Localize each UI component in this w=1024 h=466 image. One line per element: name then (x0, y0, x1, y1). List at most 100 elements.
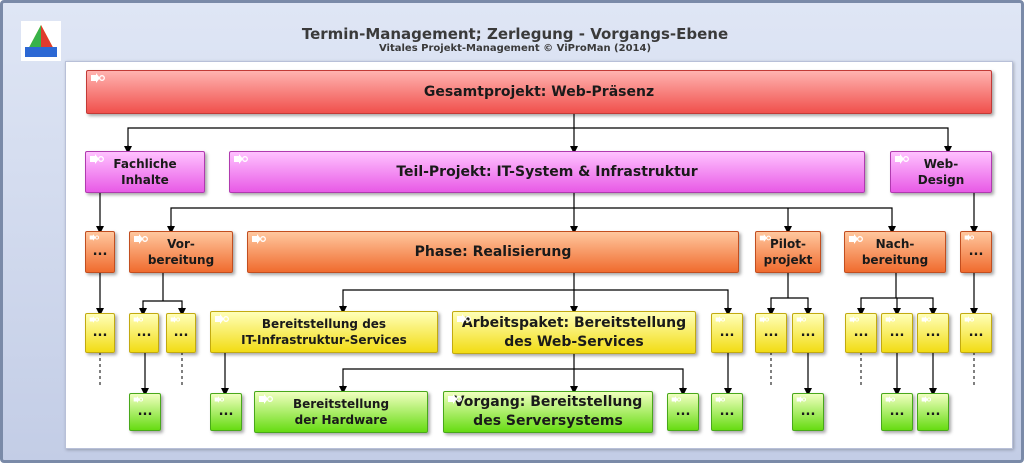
node-label-line-1: Vorgang: Bereitstellung (453, 394, 643, 411)
node-label-line-2: IT-Infrastruktur-Services (241, 333, 407, 347)
arrow-link-icon (964, 234, 979, 244)
arrow-link-icon (251, 234, 266, 244)
arrow-link-icon (214, 314, 229, 324)
arrow-link-icon (90, 73, 105, 83)
node-label-line-1: Bereitstellung des (261, 316, 387, 331)
node-gesamtprojekt[interactable]: Gesamtprojekt: Web-Präsenz (86, 70, 992, 114)
node-phase-realisierung[interactable]: Phase: Realisierung (247, 231, 739, 273)
node-ellipsis-l4[interactable]: ... (881, 313, 913, 353)
node-fachliche-ellipsis[interactable]: ... (85, 231, 115, 273)
node-ellipsis-l4[interactable]: ... (166, 313, 196, 353)
node-label-line-2: des Serversystems (473, 413, 623, 429)
node-bereitstellung-hardware[interactable]: Bereitstellung der Hardware (254, 391, 428, 433)
node-label: ... (968, 325, 984, 341)
node-label: ... (853, 325, 869, 341)
node-fachliche-inhalte[interactable]: Fachliche Inhalte (85, 151, 205, 193)
node-label: ... (173, 325, 189, 341)
node-ellipsis-l4[interactable]: ... (845, 313, 877, 353)
arrow-link-icon (89, 316, 104, 326)
node-bereitstellung-it-infrastruktur[interactable]: Bereitstellung des IT-Infrastruktur-Serv… (210, 311, 438, 353)
node-label-line-2: des Web-Services (504, 333, 644, 350)
node-nachbereitung[interactable]: Nach- bereitung (844, 231, 946, 273)
node-label: ... (889, 404, 905, 420)
arrow-link-icon (170, 316, 185, 326)
arrow-link-icon (671, 396, 686, 406)
arrow-link-icon (715, 316, 730, 326)
node-label-line-1: Arbeitspaket: Bereitstellung (461, 314, 687, 331)
node-label: ... (218, 404, 234, 420)
node-label: Gesamtprojekt: Web-Präsenz (423, 83, 655, 100)
diagram-subtitle: Vitales Projekt-Management © ViProMan (2… (378, 43, 652, 54)
arrow-link-icon (759, 316, 774, 326)
arrow-link-icon (258, 394, 273, 404)
node-label: ... (136, 325, 152, 341)
arrow-link-icon (921, 316, 936, 326)
arrow-link-icon (89, 154, 104, 164)
arrow-link-icon (447, 394, 462, 404)
node-label-line-2: Design (917, 173, 965, 187)
node-teil-projekt[interactable]: Teil-Projekt: IT-System & Infrastruktur (229, 151, 865, 193)
node-ellipsis-l4[interactable]: ... (917, 313, 949, 353)
diagram-title: Termin-Management; Zerlegung - Vorgangs-… (301, 25, 729, 43)
node-label-line-1: Bereitstellung (292, 396, 390, 411)
node-web-design[interactable]: Web- Design (890, 151, 992, 193)
arrow-link-icon (89, 234, 104, 244)
node-ellipsis-l5[interactable]: ... (711, 393, 743, 431)
arrow-link-icon (214, 396, 229, 406)
node-label: Teil-Projekt: IT-System & Infrastruktur (396, 163, 698, 180)
node-label: ... (137, 404, 153, 420)
connector-lines (96, 114, 978, 396)
arrow-link-icon (233, 154, 248, 164)
node-label: ... (925, 325, 941, 341)
node-label: ... (800, 404, 816, 420)
node-ellipsis-l5[interactable]: ... (917, 393, 949, 431)
logo-icon (21, 21, 61, 61)
node-ellipsis-l4[interactable]: ... (129, 313, 159, 353)
node-vorbereitung[interactable]: Vor- bereitung (129, 231, 233, 273)
arrow-link-icon (456, 314, 471, 324)
arrow-link-icon (759, 234, 774, 244)
node-label-line-1: Nach- (875, 236, 915, 251)
arrow-link-icon (885, 316, 900, 326)
arrow-link-icon (885, 396, 900, 406)
node-label: ... (719, 404, 735, 420)
node-arbeitspaket[interactable]: Arbeitspaket: Bereitstellung des Web-Ser… (452, 311, 696, 354)
node-vorgang-serversystem[interactable]: Vorgang: Bereitstellung des Serversystem… (443, 391, 653, 433)
node-label-line-1: Pilot- (770, 236, 806, 251)
node-ellipsis-l5[interactable]: ... (667, 393, 699, 431)
node-label-line-2: bereitung (147, 253, 215, 267)
arrow-link-icon (849, 316, 864, 326)
node-label-line-2: bereitung (861, 253, 929, 267)
arrow-link-icon (964, 316, 979, 326)
node-ellipsis-l5[interactable]: ... (210, 393, 242, 431)
node-label: ... (92, 325, 108, 341)
node-label: ... (889, 325, 905, 341)
node-label: ... (925, 404, 941, 420)
node-label: ... (800, 325, 816, 341)
node-webdesign-ellipsis[interactable]: ... (960, 231, 992, 273)
arrow-link-icon (133, 396, 148, 406)
arrow-link-icon (894, 154, 909, 164)
node-label-line-1: Fachliche (113, 156, 177, 171)
node-ellipsis-l5[interactable]: ... (129, 393, 161, 431)
node-ellipsis-l5[interactable]: ... (881, 393, 913, 431)
node-ellipsis-l4[interactable]: ... (755, 313, 787, 353)
arrow-link-icon (715, 396, 730, 406)
node-pilotprojekt[interactable]: Pilot- projekt (755, 231, 821, 273)
node-ellipsis-l4[interactable]: ... (960, 313, 992, 353)
node-label-line-2: Inhalte (121, 173, 169, 187)
arrow-link-icon (921, 396, 936, 406)
node-label: ... (675, 404, 691, 420)
node-label-line-2: der Hardware (294, 413, 388, 427)
node-label: ... (968, 244, 984, 260)
arrow-link-icon (796, 396, 811, 406)
node-label: Phase: Realisierung (414, 243, 572, 260)
node-ellipsis-l4[interactable]: ... (85, 313, 115, 353)
node-ellipsis-l4[interactable]: ... (711, 313, 743, 353)
node-ellipsis-l4[interactable]: ... (792, 313, 824, 353)
arrow-link-icon (848, 234, 863, 244)
node-ellipsis-l5[interactable]: ... (792, 393, 824, 431)
arrow-link-icon (796, 316, 811, 326)
node-label: ... (92, 244, 108, 260)
